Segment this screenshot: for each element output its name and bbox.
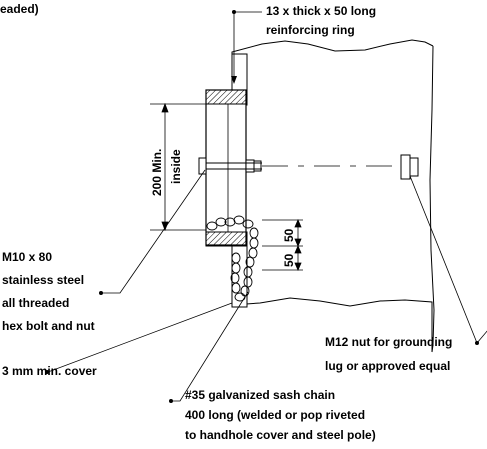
- steel-pole: [231, 39, 435, 353]
- ring-width-upper-label: 50: [282, 228, 296, 242]
- ring-width-lower-label: 50: [282, 253, 296, 267]
- inside-height-label: 200 Min.: [150, 149, 164, 196]
- ring-leader-arrow: [231, 76, 237, 84]
- hex-bolt: [198, 157, 262, 175]
- grounding-nut: [400, 154, 419, 180]
- leader-dots: [45, 10, 479, 403]
- sash-chain-label: #35 galvanized sash chain 400 long (weld…: [185, 388, 376, 442]
- inside-label: inside: [169, 149, 183, 184]
- grounding-nut-label: M12 nut for grounding lug or approved eq…: [325, 335, 453, 373]
- inside-height-dimension: [150, 102, 206, 232]
- cover-label: 3 mm min. cover: [2, 364, 97, 378]
- hex-bolt-label: M10 x 80 stainless steel all threaded he…: [2, 250, 95, 333]
- sash-chain: [206, 215, 259, 302]
- reinforcing-ring-label: 13 x thick x 50 long reinforcing ring: [266, 4, 377, 37]
- ring-width-dimension: [262, 218, 303, 272]
- top-fragment-label: eaded): [0, 2, 39, 16]
